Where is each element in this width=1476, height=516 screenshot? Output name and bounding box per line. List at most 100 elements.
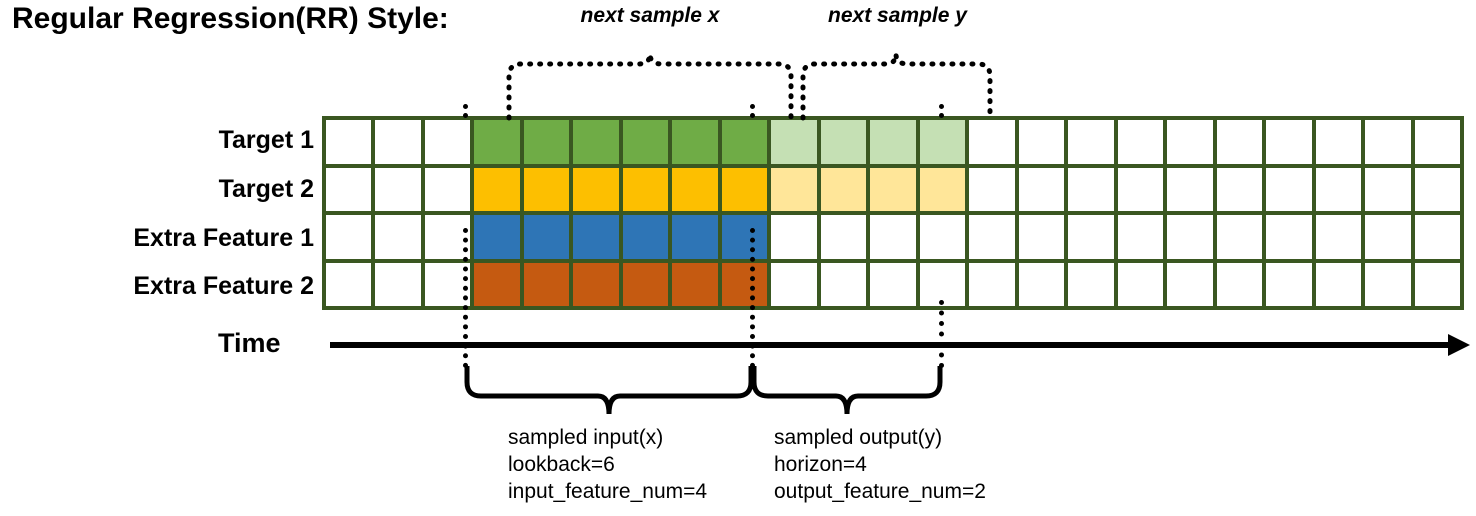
grid-cell-target2-16 <box>1117 167 1164 211</box>
grid-cell-target1-2 <box>424 120 471 164</box>
bottom-brace-sampled-output <box>751 366 943 415</box>
grid-cell-target2-22 <box>1414 167 1460 211</box>
annotation-sampled-output: sampled output(y) horizon=4 output_featu… <box>774 424 986 505</box>
grid-cell-target1-4 <box>523 120 570 164</box>
grid-cell-target2-0 <box>326 167 372 211</box>
grid-cell-target2-12 <box>919 167 966 211</box>
grid-cell-extra1-21 <box>1365 215 1411 259</box>
guide-line-output-end-top <box>939 104 944 118</box>
grid-cell-extra1-18 <box>1216 215 1263 259</box>
guide-line-input-start-top <box>463 104 468 118</box>
grid-cell-extra2-18 <box>1216 262 1263 306</box>
timeseries-grid-wrapper <box>322 116 1464 310</box>
grid-cell-target1-8 <box>721 120 768 164</box>
grid-cell-target2-21 <box>1365 167 1411 211</box>
grid-cell-target1-21 <box>1365 120 1411 164</box>
grid-cell-extra2-16 <box>1117 262 1164 306</box>
grid-cell-extra1-7 <box>672 215 718 259</box>
row-label-target-2: Target 2 <box>218 175 314 203</box>
grid-cell-target2-20 <box>1315 167 1362 211</box>
grid-cell-target2-9 <box>771 167 817 211</box>
grid-cell-extra1-4 <box>523 215 570 259</box>
grid-cell-target2-19 <box>1266 167 1312 211</box>
grid-cell-extra1-3 <box>474 215 520 259</box>
grid-cell-target2-3 <box>474 167 520 211</box>
sampled-input-line-2: lookback=6 <box>508 453 615 476</box>
grid-cell-extra1-1 <box>375 215 421 259</box>
sampled-output-line-2: horizon=4 <box>774 453 867 476</box>
row-label-extra-feature-2: Extra Feature 2 <box>133 272 314 300</box>
grid-cell-target1-20 <box>1315 120 1362 164</box>
grid-cell-extra2-17 <box>1167 262 1213 306</box>
grid-cell-extra2-19 <box>1266 262 1312 306</box>
grid-cell-target1-5 <box>573 120 619 164</box>
annotation-sampled-input: sampled input(x) lookback=6 input_featur… <box>508 424 707 505</box>
grid-cell-target2-15 <box>1068 167 1114 211</box>
grid-cell-target2-2 <box>424 167 471 211</box>
grid-cell-extra1-20 <box>1315 215 1362 259</box>
grid-cell-extra2-13 <box>969 262 1015 306</box>
grid-cell-target1-6 <box>622 120 669 164</box>
sampled-input-line-1: sampled input(x) <box>508 426 664 449</box>
grid-cell-extra2-3 <box>474 262 520 306</box>
bottom-brace-sampled-input <box>464 366 754 415</box>
grid-cell-target1-16 <box>1117 120 1164 164</box>
grid-cell-extra2-22 <box>1414 262 1460 306</box>
grid-cell-extra1-14 <box>1018 215 1065 259</box>
grid-cell-extra2-11 <box>870 262 916 306</box>
grid-cell-target2-6 <box>622 167 669 211</box>
grid-cell-extra2-21 <box>1365 262 1411 306</box>
grid-cell-extra1-15 <box>1068 215 1114 259</box>
grid-cell-extra2-7 <box>672 262 718 306</box>
grid-cell-extra1-19 <box>1266 215 1312 259</box>
grid-cell-extra2-5 <box>573 262 619 306</box>
grid-cell-extra2-1 <box>375 262 421 306</box>
grid-cell-target1-15 <box>1068 120 1114 164</box>
grid-cell-target1-18 <box>1216 120 1263 164</box>
grid-cell-extra2-15 <box>1068 262 1114 306</box>
grid-cell-target1-11 <box>870 120 916 164</box>
sampled-output-line-1: sampled output(y) <box>774 426 943 449</box>
top-brace-next-sample-x <box>506 53 794 121</box>
grid-cell-extra1-9 <box>771 215 817 259</box>
page-title: Regular Regression(RR) Style: <box>12 2 449 35</box>
sampled-output-line-3: output_feature_num=2 <box>774 480 986 503</box>
timeseries-grid <box>322 116 1464 310</box>
grid-cell-target2-8 <box>721 167 768 211</box>
grid-cell-target2-5 <box>573 167 619 211</box>
grid-cell-extra1-16 <box>1117 215 1164 259</box>
grid-cell-target1-3 <box>474 120 520 164</box>
grid-cell-extra2-4 <box>523 262 570 306</box>
grid-cell-target2-13 <box>969 167 1015 211</box>
row-label-column: Target 1 Target 2 Extra Feature 1 Extra … <box>10 116 314 310</box>
grid-cell-extra2-14 <box>1018 262 1065 306</box>
grid-cell-extra1-10 <box>820 215 867 259</box>
grid-cell-extra1-11 <box>870 215 916 259</box>
annotation-next-sample-x: next sample x <box>580 4 720 27</box>
grid-cell-extra1-22 <box>1414 215 1460 259</box>
guide-line-output-end <box>939 300 944 368</box>
grid-cell-extra2-20 <box>1315 262 1362 306</box>
grid-cell-target2-18 <box>1216 167 1263 211</box>
grid-cell-target1-12 <box>919 120 966 164</box>
grid-cell-target1-13 <box>969 120 1015 164</box>
grid-cell-extra1-17 <box>1167 215 1213 259</box>
grid-cell-extra1-2 <box>424 215 471 259</box>
grid-cell-target1-22 <box>1414 120 1460 164</box>
grid-cell-target2-10 <box>820 167 867 211</box>
grid-cell-extra1-0 <box>326 215 372 259</box>
grid-cell-target2-7 <box>672 167 718 211</box>
annotation-next-sample-y: next sample y <box>828 4 967 27</box>
guide-line-input-start <box>463 228 468 368</box>
grid-cell-target2-11 <box>870 167 916 211</box>
row-label-extra-feature-1: Extra Feature 1 <box>133 224 314 252</box>
row-label-target-1: Target 1 <box>218 126 314 154</box>
grid-cell-extra1-8 <box>721 215 768 259</box>
grid-cell-extra2-10 <box>820 262 867 306</box>
grid-cell-target1-14 <box>1018 120 1065 164</box>
time-axis-arrow <box>330 334 1470 356</box>
grid-cell-target2-1 <box>375 167 421 211</box>
grid-cell-extra1-12 <box>919 215 966 259</box>
grid-cell-extra1-5 <box>573 215 619 259</box>
grid-cell-extra2-6 <box>622 262 669 306</box>
